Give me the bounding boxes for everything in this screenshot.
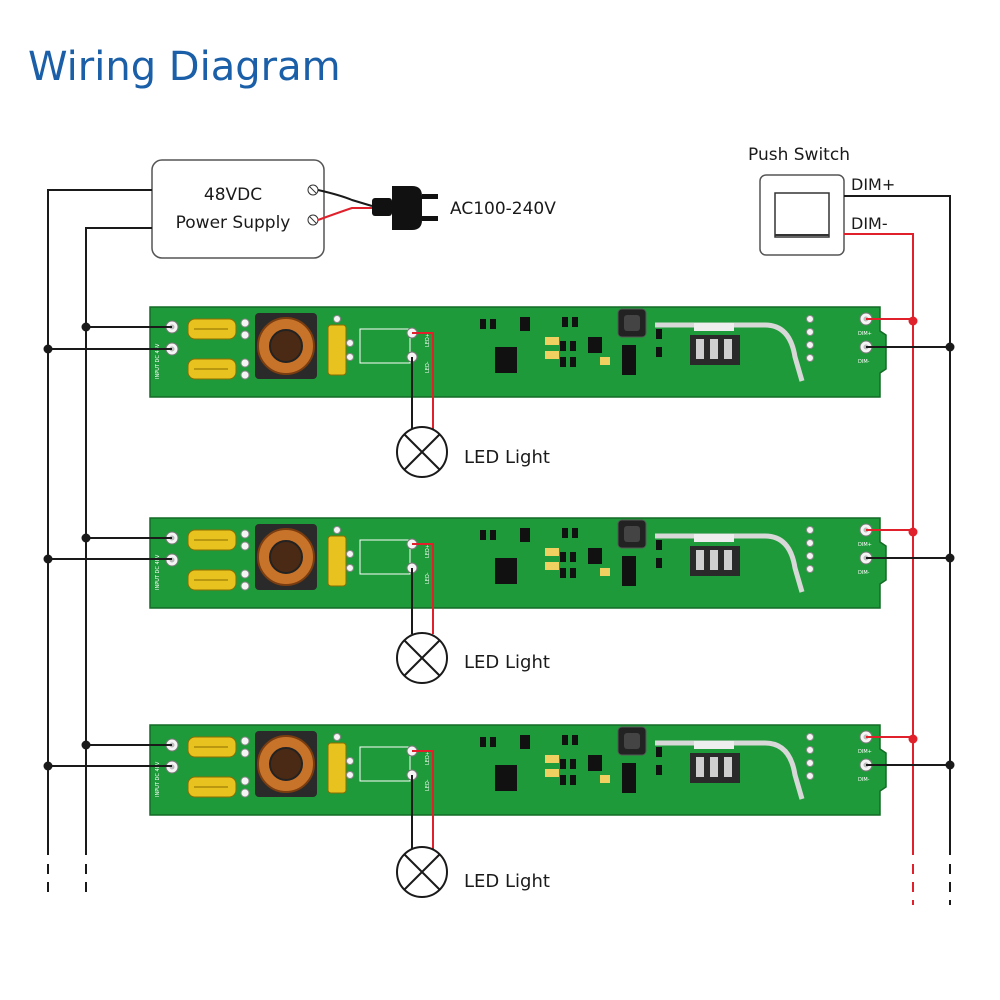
dim-bus-wires xyxy=(844,195,951,905)
switch-dim-plus-label: DIM+ xyxy=(851,175,895,194)
led-plus-label: LED+ xyxy=(425,333,431,347)
dim-plus-label: DIM+ xyxy=(858,542,872,548)
input-label: INPUT DC 48V xyxy=(155,761,161,797)
page-title: Wiring Diagram xyxy=(28,44,341,90)
led-light-label: LED Light xyxy=(464,871,550,892)
driver-board: INPUT DC 48V LED+ LED- DIM+ DIM- xyxy=(150,307,886,397)
led-minus-label: LED- xyxy=(425,361,431,373)
power-supply: 48VDC Power Supply xyxy=(151,159,325,259)
driver-board: INPUT DC 48V LED+ LED- DIM+ DIM- xyxy=(150,725,886,815)
dim-minus-label: DIM- xyxy=(858,777,870,783)
dim-minus-label: DIM- xyxy=(858,570,870,576)
led-minus-label: LED- xyxy=(425,779,431,791)
led-light-label: LED Light xyxy=(464,447,550,468)
driver-wiring xyxy=(43,527,955,634)
driver-board: INPUT DC 48V LED+ LED- DIM+ DIM- xyxy=(150,518,886,608)
switch-dim-minus-label: DIM- xyxy=(851,214,888,233)
push-switch-label: Push Switch xyxy=(748,145,850,165)
input-label: INPUT DC 48V xyxy=(155,343,161,379)
driver-wiring xyxy=(43,316,955,430)
driver-wiring xyxy=(43,734,955,850)
power-supply-voltage: 48VDC xyxy=(204,185,262,205)
led-light-label: LED Light xyxy=(464,652,550,673)
dim-minus-label: DIM- xyxy=(858,359,870,365)
push-switch-icon xyxy=(759,174,845,256)
ac-input-label: AC100-240V xyxy=(450,199,556,219)
led-plus-label: LED+ xyxy=(425,751,431,765)
led-minus-label: LED- xyxy=(425,572,431,584)
dim-plus-label: DIM+ xyxy=(858,749,872,755)
led-light-icon xyxy=(396,846,448,898)
dim-plus-label: DIM+ xyxy=(858,331,872,337)
led-light-icon xyxy=(396,632,448,684)
power-supply-label: Power Supply xyxy=(176,213,291,233)
led-light-icon xyxy=(396,426,448,478)
power-bus-wires xyxy=(47,189,152,900)
ac-plug-icon xyxy=(317,186,438,230)
input-label: INPUT DC 48V xyxy=(155,554,161,590)
led-plus-label: LED+ xyxy=(425,544,431,558)
